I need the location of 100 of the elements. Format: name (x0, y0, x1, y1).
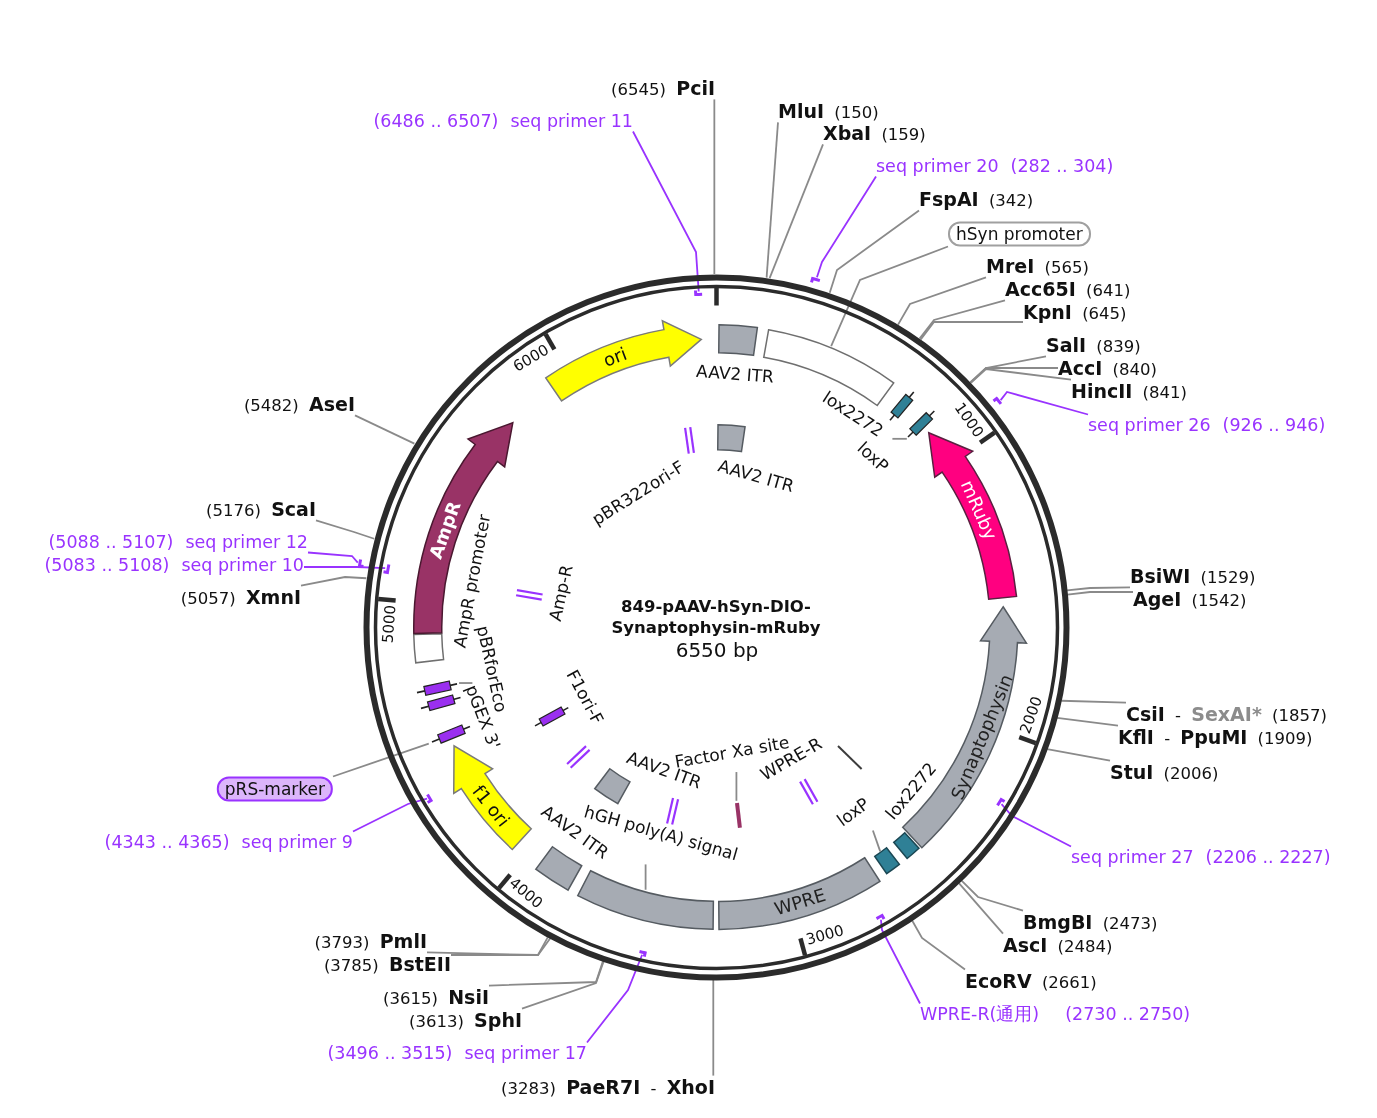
leader-line (315, 519, 376, 540)
restriction-site-label: CsiI - SexAI* (1857) (1126, 702, 1327, 726)
restriction-site-label: SalI (839) (1046, 333, 1141, 357)
restriction-site-label: BmgBI (2473) (1023, 910, 1158, 934)
primer-mark (874, 914, 886, 921)
leader-line (828, 209, 920, 294)
leader-line (307, 551, 359, 564)
leader-line (969, 367, 1059, 384)
feature-label: Amp-R (544, 562, 577, 623)
restriction-site-label: EcoRV (2661) (965, 969, 1097, 993)
leader-line (1066, 586, 1131, 592)
primer-mark (693, 289, 704, 297)
feature-label: AAV2 ITR (695, 360, 775, 387)
primer-mark (810, 276, 822, 284)
leader-line (1060, 699, 1127, 704)
restriction-site-label: (3785) BstEII (323, 952, 451, 976)
restriction-site-label: (6545) PciI (611, 76, 715, 100)
restriction-site-label: (3613) SphI (409, 1008, 522, 1032)
primer-mark (638, 949, 648, 958)
leader-line (1066, 591, 1134, 596)
leader-line (765, 121, 779, 279)
restriction-site-label: StuI (2006) (1110, 760, 1219, 784)
leader-line (919, 321, 1024, 341)
leader-line (1056, 717, 1119, 727)
leader-line (354, 414, 416, 445)
leader-line (918, 299, 1006, 340)
primer-mark (566, 744, 591, 769)
leader-line (644, 863, 647, 891)
leader-line (332, 742, 430, 778)
restriction-site-label: (3283) PaeR7I - XhoI (501, 1075, 715, 1099)
primer-mark (382, 563, 391, 575)
leader-line (880, 918, 921, 1005)
primer-label: (4343 .. 4365) seq primer 9 (104, 831, 353, 853)
restriction-site-label: (5482) AseI (243, 392, 355, 416)
feature-label: AAV2 ITR (716, 455, 797, 497)
primer-label: seq primer 26 (926 .. 946) (1088, 414, 1326, 436)
restriction-site-label: KpnI (645) (1023, 300, 1127, 324)
primer-mark (995, 798, 1006, 807)
feature-label: ori (600, 343, 630, 372)
leader-line (586, 953, 644, 1044)
primer-label: (3496 .. 3515) seq primer 17 (327, 1042, 587, 1064)
leader-line (632, 130, 700, 293)
restriction-site-label: AscI (2484) (1003, 933, 1113, 957)
feature-label: WPRE (771, 884, 829, 921)
primer-mark (992, 397, 1003, 406)
site-mark (836, 744, 863, 770)
restriction-site-label: XbaI (159) (823, 121, 926, 145)
plasmid-name: 849-pAAV-hSyn-DIO-Synaptophysin-mRuby (610, 595, 822, 638)
tick-label: 5000 (378, 604, 400, 644)
restriction-site-label: (3615) NsiI (383, 985, 489, 1009)
restriction-site-label: AgeI (1542) (1133, 587, 1247, 611)
feature-box (893, 831, 920, 859)
primer-label: (5083 .. 5108) seq primer 10 (44, 554, 304, 576)
feature-box (874, 847, 901, 875)
leader-line (488, 960, 604, 987)
leader-line (426, 936, 549, 956)
leader-line (1046, 748, 1111, 762)
primer-label: WPRE-R(通用) (2730 .. 2750) (920, 1003, 1191, 1025)
restriction-site-label: KflI - PpuMI (1909) (1118, 725, 1313, 749)
primer-label: (6486 .. 6507) seq primer 11 (373, 110, 633, 132)
leader-line (816, 175, 877, 279)
leader-line (969, 368, 1072, 384)
tick-label: 3000 (803, 921, 846, 950)
leader-line (303, 566, 387, 569)
primer-mark (426, 792, 433, 804)
leader-line (999, 390, 1089, 416)
restriction-site-label: Acc65I (641) (1005, 277, 1131, 301)
leader-line (872, 829, 882, 853)
leader-line (891, 437, 908, 440)
leader-line (911, 919, 966, 971)
site-mark (734, 800, 742, 830)
primer-label: seq primer 27 (2206 .. 2227) (1071, 846, 1331, 868)
feature-mark (907, 410, 936, 439)
tick-label: 2000 (1015, 694, 1046, 737)
leader-line (897, 276, 987, 326)
leader-line (1000, 803, 1072, 848)
restriction-site-label: HincII (841) (1071, 379, 1187, 403)
leader-line (450, 937, 551, 956)
leader-line (830, 245, 949, 348)
leader-line (768, 143, 824, 279)
leader-line (713, 98, 716, 275)
feature-mark (416, 679, 459, 696)
restriction-site-label: BsiWI (1529) (1130, 564, 1256, 588)
restriction-site-label: FspAI (342) (919, 187, 1034, 211)
feature-block (452, 745, 532, 851)
primer-mark (357, 558, 365, 569)
restriction-site-label: (5057) XmnI (180, 585, 301, 609)
feature-label: f1 ori (467, 781, 514, 832)
feature-label: loxP (852, 437, 893, 477)
plasmid-length: 6550 bp (675, 638, 759, 662)
leader-line (735, 771, 738, 802)
restriction-site-label: (5176) ScaI (206, 497, 316, 521)
leader-line (960, 879, 1024, 912)
leader-line (958, 882, 1004, 935)
primer-label: seq primer 20 (282 .. 304) (876, 155, 1114, 177)
leader-line (352, 797, 428, 833)
restriction-site-label: (3793) PmlI (314, 929, 427, 953)
restriction-site-label: AccI (840) (1058, 356, 1157, 380)
feature-label: loxP (832, 793, 873, 831)
leader-line (521, 960, 605, 1010)
